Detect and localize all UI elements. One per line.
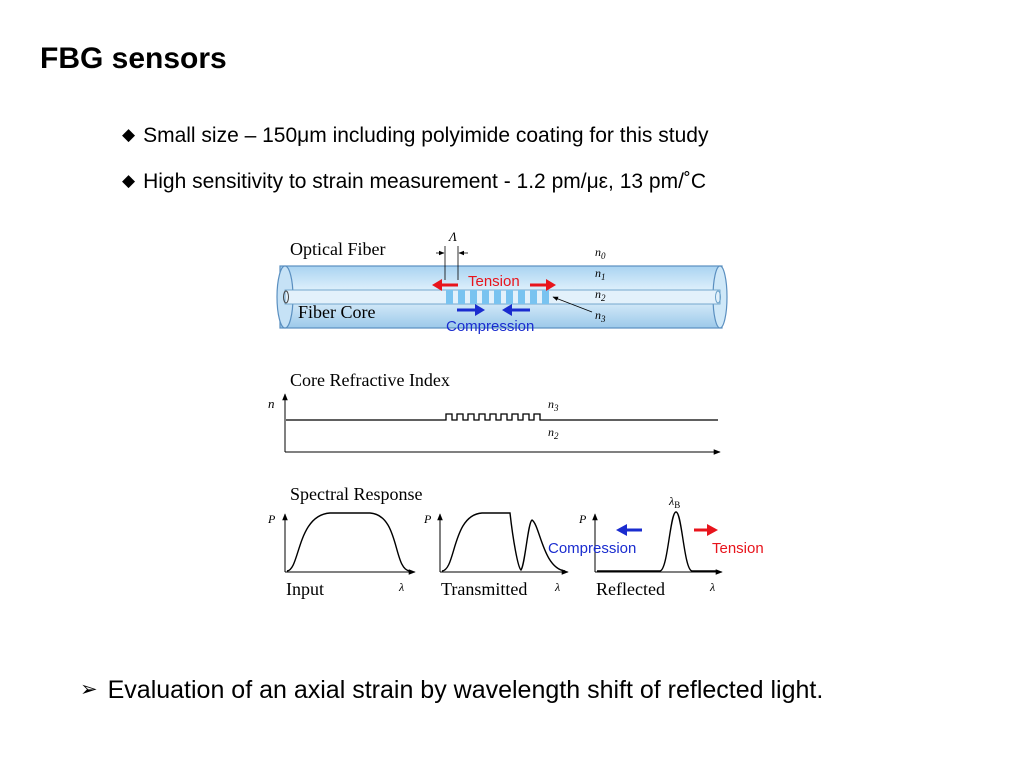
tension-arrowhead-left [432, 279, 442, 291]
reflected-panel-label: Reflected [596, 579, 665, 599]
grating-stripe [506, 290, 513, 304]
input-spectrum-curve [286, 512, 411, 572]
index-label-n0: n0 [595, 245, 606, 261]
spectral-panel-input: P λ Input [267, 512, 416, 599]
grating-stripe [494, 290, 501, 304]
shift-tension-label: Tension [712, 540, 764, 557]
optical-fiber-label: Optical Fiber [290, 239, 385, 259]
tension-arrowhead-right [546, 279, 556, 291]
index-lower-label: n2 [548, 425, 559, 441]
grating-stripe [446, 290, 453, 304]
index-label-n2: n2 [595, 287, 606, 303]
refractive-index-title: Core Refractive Index [290, 370, 450, 390]
shift-compression-label: Compression [548, 540, 636, 557]
core-right-face [715, 290, 721, 304]
reflected-spectrum-curve [597, 511, 718, 572]
shift-compression-arrowhead [616, 524, 627, 536]
core-left-face [283, 290, 289, 304]
compression-arrowhead-right [502, 304, 512, 316]
input-panel-label: Input [286, 579, 324, 599]
fiber-compression-arrows [457, 304, 530, 316]
grating-stripe [470, 290, 477, 304]
power-axis-label: P [578, 512, 587, 526]
diamond-bullet-icon: ◆ [122, 125, 136, 144]
spectral-panel-transmitted: P λ Transmitted [423, 512, 569, 599]
grating-stripe [542, 290, 549, 304]
grating-stripe [458, 290, 465, 304]
power-axis-label: P [267, 512, 276, 526]
power-axis-label: P [423, 512, 432, 526]
fiber-tension-arrows [432, 279, 556, 291]
compression-arrowhead-left [475, 304, 485, 316]
n0-sub: 0 [601, 251, 606, 261]
transmitted-spectrum-curve [441, 512, 566, 572]
shift-tension-arrowhead [707, 524, 718, 536]
slide-title: FBG sensors [40, 42, 227, 75]
grating-stripe [530, 290, 537, 304]
wavelength-axis-label: λ [554, 580, 560, 594]
wavelength-axis-label: λ [709, 580, 715, 594]
bullet-sensitivity: ◆ High sensitivity to strain measurement … [122, 170, 706, 194]
index-label-n1: n1 [595, 266, 606, 282]
conclusion-line: ➢ Evaluation of an axial strain by wavele… [80, 676, 823, 705]
optical-fiber [276, 265, 728, 329]
transmitted-panel-label: Transmitted [441, 579, 527, 599]
diamond-bullet-icon: ◆ [122, 171, 136, 190]
wavelength-axis-label: λ [398, 580, 404, 594]
spectral-panel-reflected: P λB λ Reflected Compression Tension [548, 494, 764, 599]
spectral-response-title: Spectral Response [290, 484, 422, 504]
fiber-compression-label: Compression [446, 318, 534, 335]
index-label-n3: n3 [595, 308, 606, 324]
grating-stripe [518, 290, 525, 304]
index-profile-line [286, 413, 718, 421]
grating-stripe [482, 290, 489, 304]
fiber-tension-label: Tension [468, 273, 520, 290]
n3-pointer-arrow [552, 296, 593, 313]
bullet-text: High sensitivity to strain measurement -… [143, 170, 707, 193]
index-upper-label: n3 [548, 397, 559, 413]
index-axis-label: n [268, 396, 275, 411]
index-labels: n0 [595, 245, 606, 261]
bragg-wavelength-label: λB [668, 494, 680, 510]
arrow-bullet-icon: ➢ [80, 678, 98, 701]
bragg-grating [446, 290, 549, 304]
fiber-core-label: Fiber Core [298, 302, 375, 322]
conclusion-text: Evaluation of an axial strain by wavelen… [107, 676, 824, 704]
bullet-text: Small size – 150μm including polyimide c… [143, 124, 709, 147]
bullet-size: ◆ Small size – 150μm including polyimide … [122, 124, 708, 148]
grating-period-label: Λ [447, 229, 457, 244]
